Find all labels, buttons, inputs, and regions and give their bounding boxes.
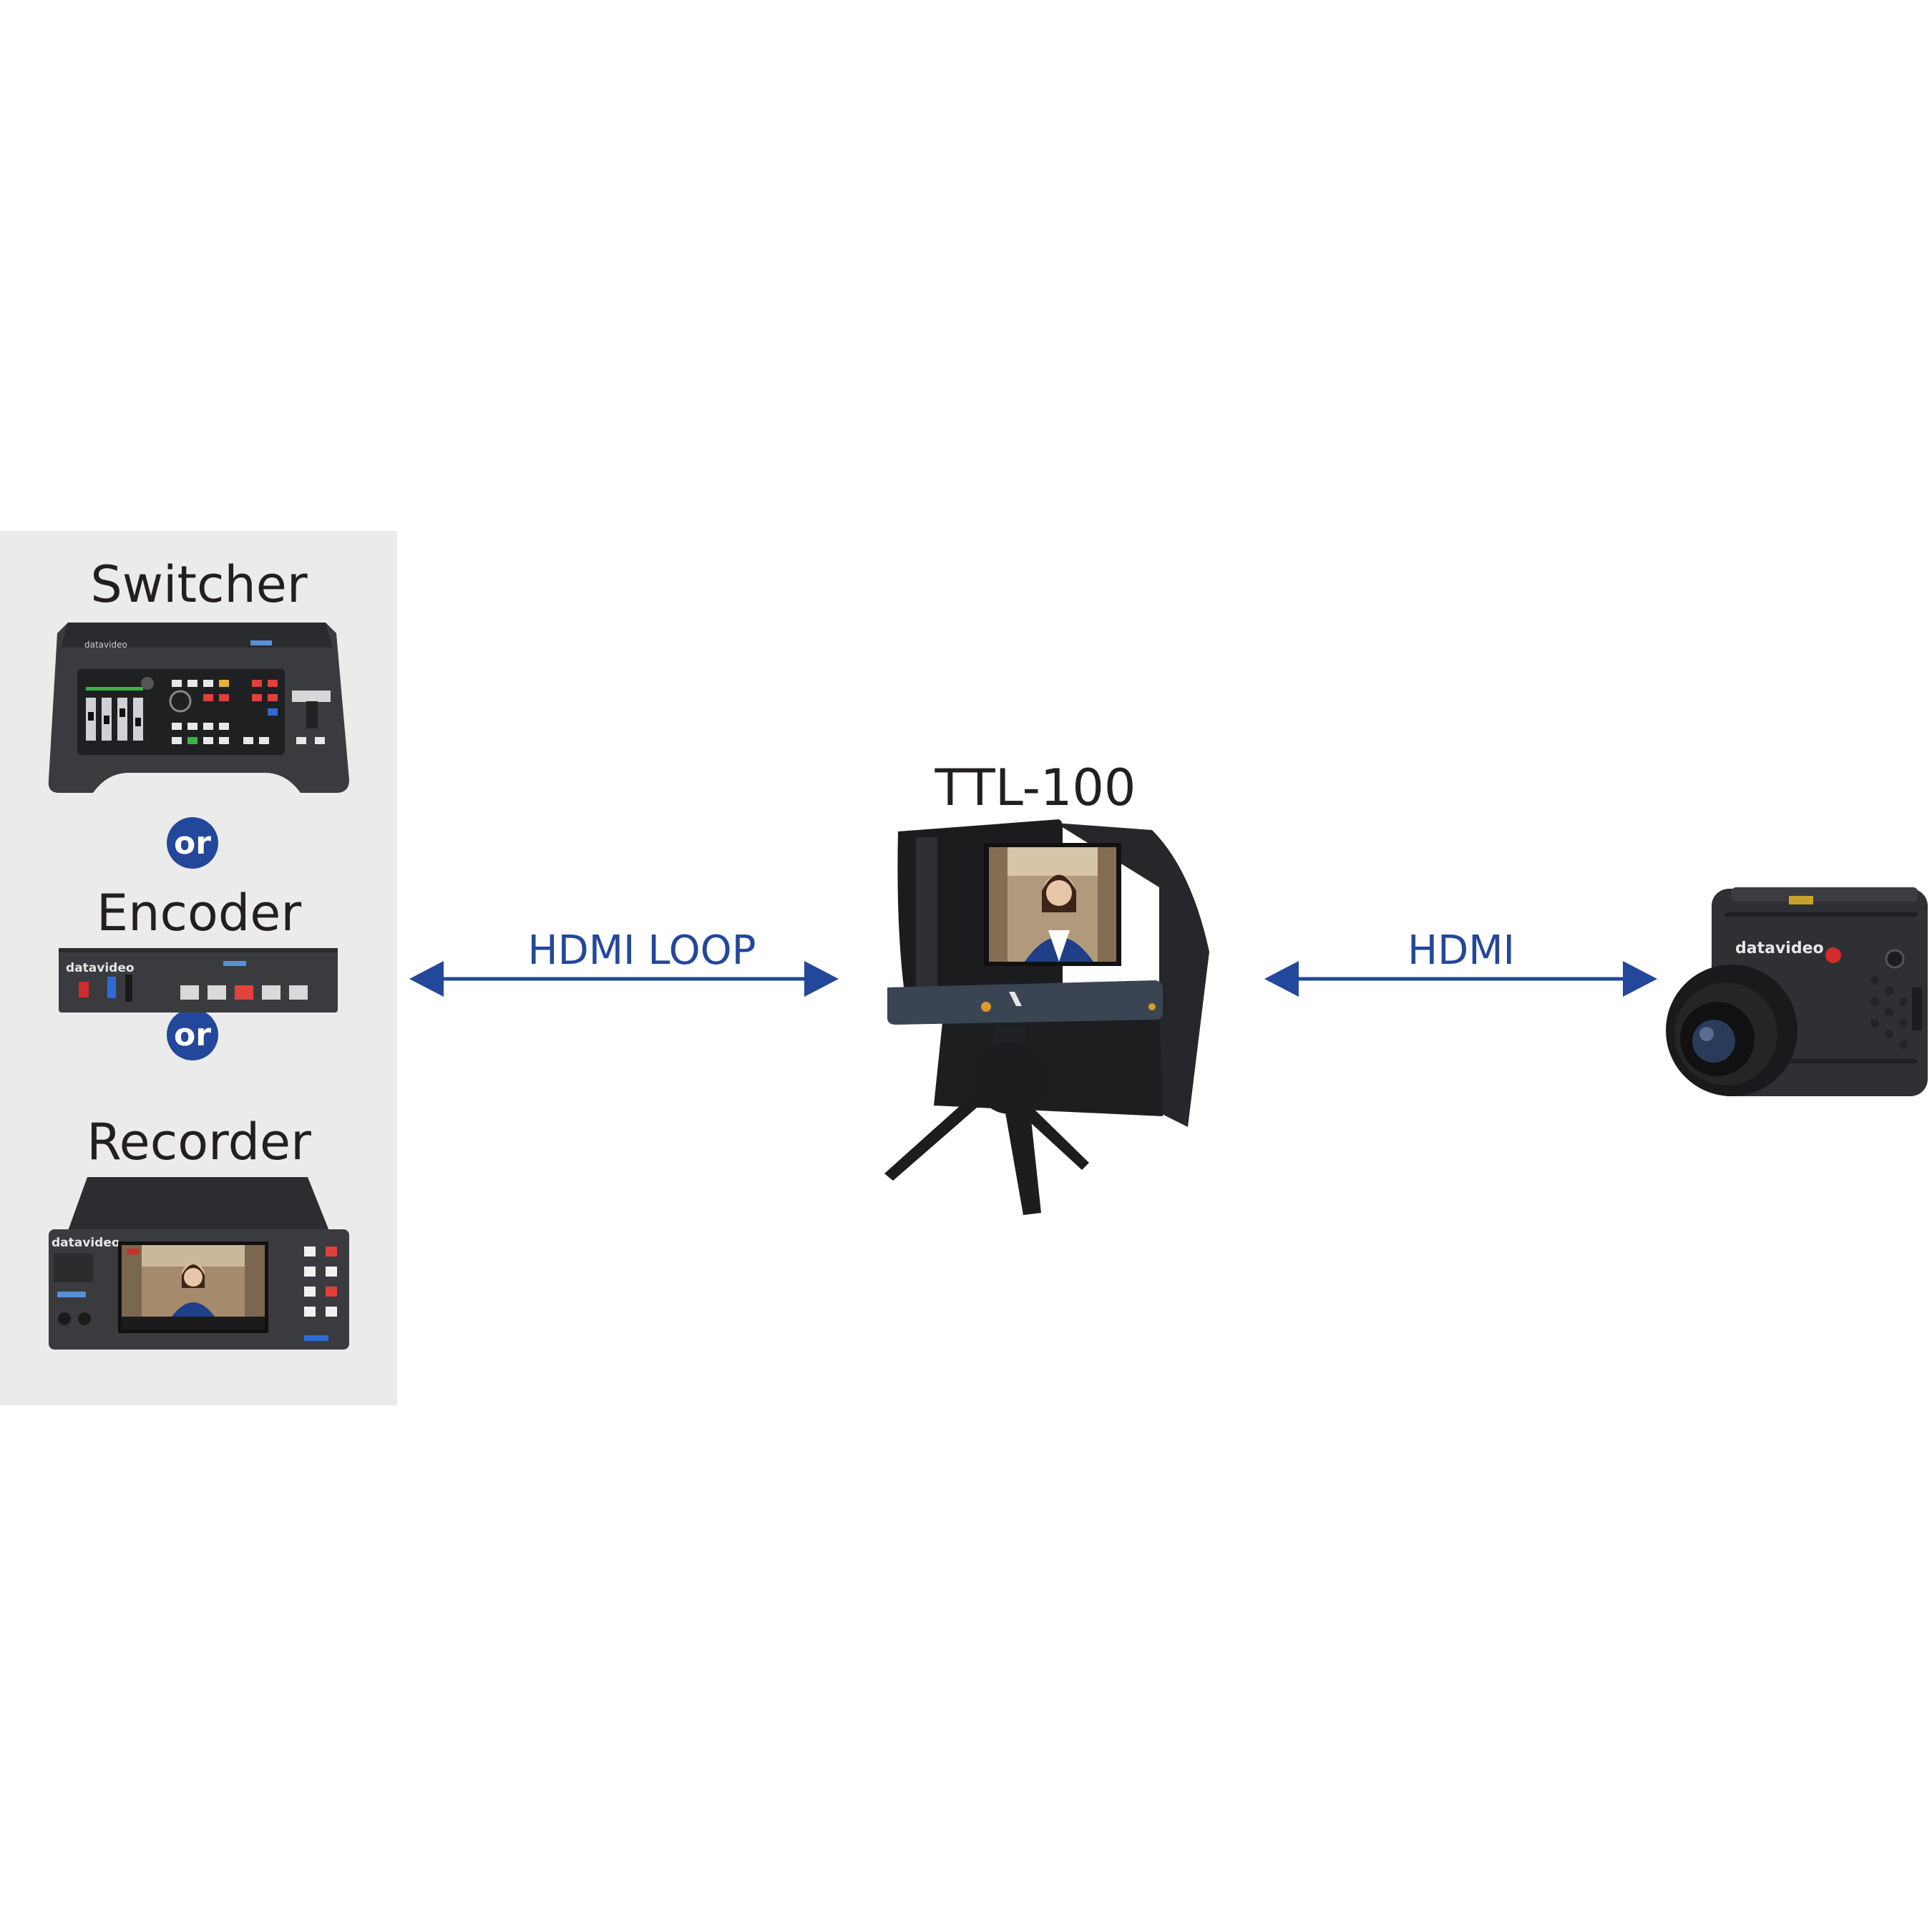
- hdmi-label: HDMI: [1407, 927, 1516, 974]
- switcher-label: Switcher: [90, 555, 308, 614]
- hdmi-arrow: [1264, 961, 1657, 997]
- box-camera-icon: datavideo: [1666, 887, 1928, 1096]
- svg-text:datavideo: datavideo: [66, 961, 135, 975]
- video-recorder-icon: datavideo: [49, 1177, 349, 1350]
- svg-text:datavideo: datavideo: [52, 1236, 120, 1250]
- or-badge-2: or: [167, 1009, 218, 1060]
- ttl-100-label: TTL-100: [935, 758, 1136, 817]
- tablet-teleprompter-on-tripod-icon: [884, 819, 1209, 1215]
- streaming-encoder-icon: datavideo: [59, 948, 338, 1013]
- hdmi-loop-label: HDMI LOOP: [527, 927, 756, 974]
- or-badge-1: or: [167, 817, 218, 869]
- video-switcher-icon: datavideo: [48, 623, 350, 793]
- recorder-label: Recorder: [87, 1113, 311, 1171]
- svg-text:datavideo: datavideo: [84, 640, 127, 650]
- svg-text:datavideo: datavideo: [1735, 940, 1824, 957]
- encoder-label: Encoder: [96, 884, 302, 942]
- hdmi-loop-arrow: [409, 961, 839, 997]
